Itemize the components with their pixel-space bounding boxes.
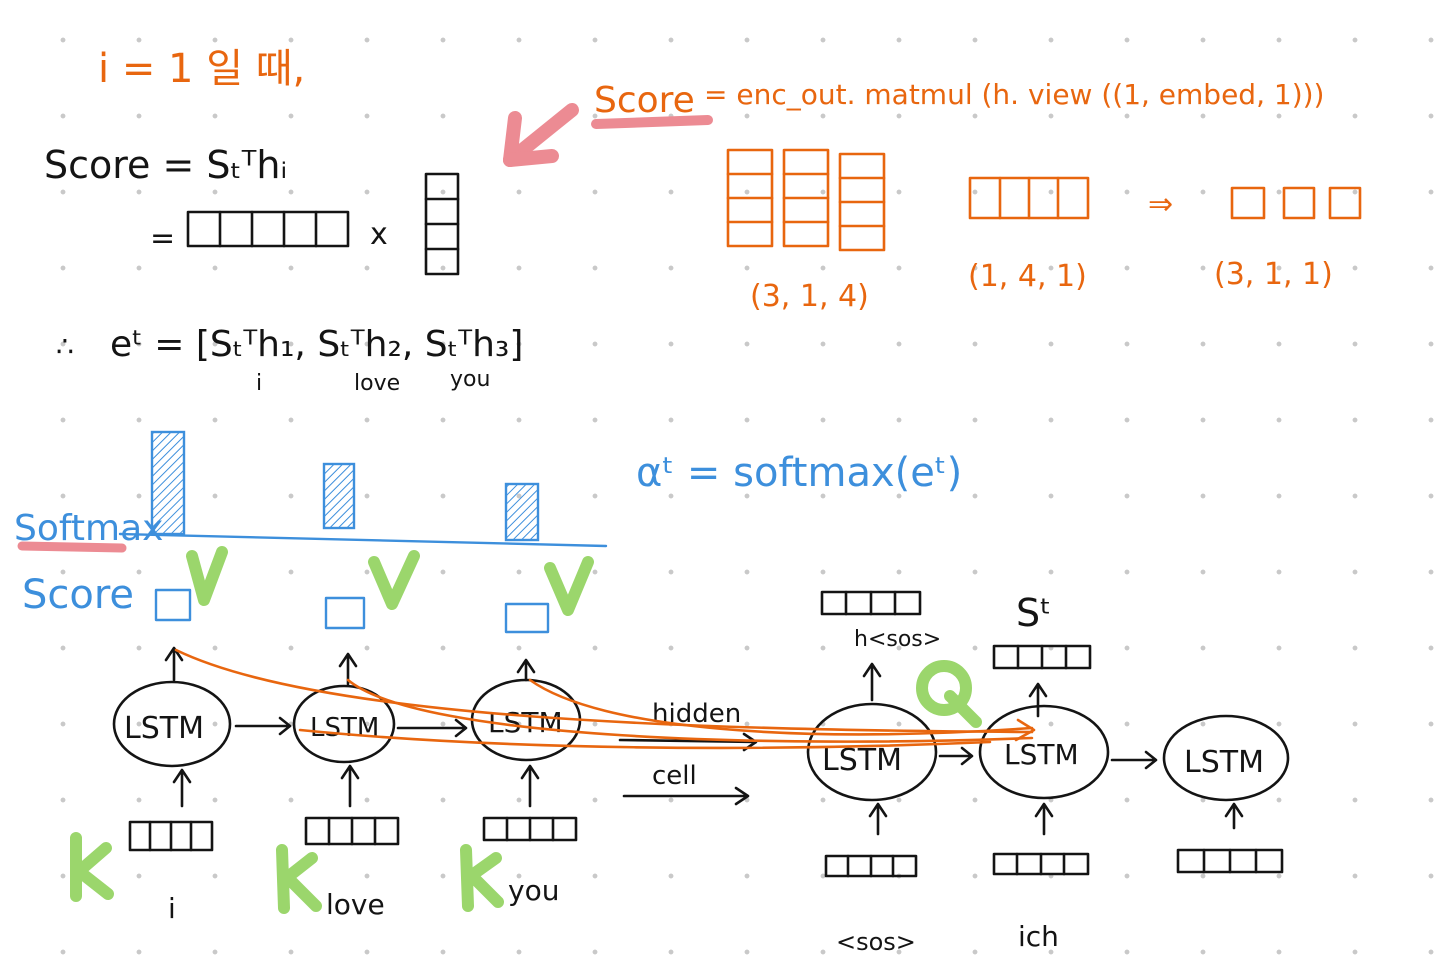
- state-links: hidden cell: [618, 699, 758, 806]
- header-note: i = 1 일 때,: [98, 46, 305, 92]
- equals-sign: =: [150, 221, 175, 256]
- h-view-tensor-sketch: [968, 176, 1090, 220]
- enc-out-tensor-sketch: [726, 148, 886, 252]
- implies-arrow: ⇒: [1148, 187, 1173, 222]
- decoder-lstm-3: [1162, 714, 1290, 802]
- softmax-bar-love: [322, 462, 356, 530]
- score-underline: [591, 115, 713, 129]
- encoder-input-i: i: [168, 892, 176, 925]
- softmax-bar-i: [150, 430, 186, 536]
- k-mark-1: [70, 832, 114, 902]
- score-box-love: [324, 596, 366, 630]
- decoder-lstm-2-label: LSTM: [1004, 738, 1079, 771]
- h-view-shape: (1, 4, 1): [968, 259, 1087, 294]
- encoder-lstm-1-label: LSTM: [124, 711, 204, 746]
- encoder-lstm-1: [112, 680, 232, 768]
- softmax-bars: [150, 430, 540, 542]
- column-vector-sketch: [424, 172, 460, 276]
- decoder-state-label: Sᵗ: [1016, 591, 1051, 635]
- encoder: LSTM LSTM LSTM i love you: [112, 646, 582, 925]
- key-marks: K: [70, 832, 504, 914]
- et-expression: eᵗ = [Sₜᵀh₁, Sₜᵀh₂, Sₜᵀh₃]: [110, 324, 523, 365]
- times-sign: x: [370, 217, 388, 252]
- softmax-baseline: [118, 532, 608, 548]
- v-mark-3: [544, 556, 594, 616]
- score-code-label: Score: [594, 80, 695, 121]
- therefore-sign: ∴: [56, 330, 74, 363]
- score-box-i: [154, 588, 192, 622]
- encoder-lstm-2-label: LSTM: [310, 713, 379, 743]
- score-label-blue: Score: [22, 572, 134, 618]
- pink-arrow: [503, 103, 579, 167]
- et-subscript-you: you: [450, 367, 490, 392]
- score-box-you: [504, 602, 550, 634]
- score-output-sketch: [1230, 186, 1362, 220]
- encoder-lstm-2: [292, 684, 396, 764]
- v-mark-1: [186, 546, 228, 606]
- decoder-input-sos: <sos>: [836, 928, 916, 956]
- decoder: LSTM LSTM LSTM h<sos> Sᵗ: [806, 590, 1290, 956]
- score-boxes: [154, 588, 550, 634]
- enc-out-shape: (3, 1, 4): [750, 279, 869, 314]
- decoder-lstm-1: [806, 702, 938, 802]
- attention-links: [174, 648, 1036, 750]
- encoder-input-you: you: [508, 874, 559, 907]
- et-subscript-love: love: [354, 371, 400, 396]
- v-mark-2: [368, 550, 420, 610]
- row-vector-sketch: [186, 210, 350, 248]
- decoder-lstm-3-label: LSTM: [1184, 745, 1264, 780]
- cell-label: cell: [652, 761, 697, 791]
- decoder-hidden-label: h<sos>: [854, 627, 941, 652]
- score-code: = enc_out. matmul (h. view ((1, embed, 1…: [704, 78, 1324, 111]
- k-mark-3: [460, 844, 504, 912]
- encoder-lstm-3-label: LSTM: [488, 706, 563, 739]
- decoder-lstm-2: [978, 704, 1110, 800]
- k-mark-2: [276, 844, 322, 914]
- decoder-lstm-1-label: LSTM: [822, 743, 902, 778]
- et-subscript-i: i: [256, 371, 262, 396]
- alpha-definition: αᵗ = softmax(eᵗ): [636, 450, 962, 496]
- score-output-shape: (3, 1, 1): [1214, 257, 1333, 292]
- decoder-input-ich: ich: [1018, 920, 1059, 953]
- value-marks: V: [186, 546, 594, 616]
- score-definition: Score = Sₜᵀhᵢ: [44, 143, 287, 187]
- encoder-input-love: love: [326, 888, 385, 921]
- softmax-underline: [17, 541, 127, 553]
- softmax-bar-you: [504, 482, 540, 542]
- query-mark: Q: [916, 660, 982, 728]
